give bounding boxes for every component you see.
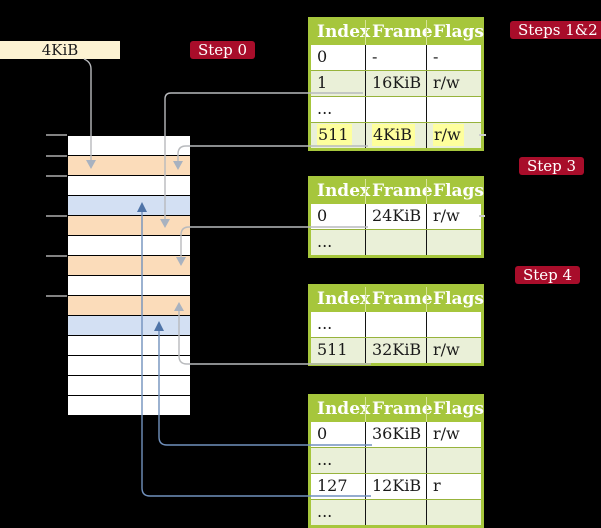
table-row: 0 - - [311, 45, 481, 70]
highlight: r/w [433, 124, 464, 146]
memory-row [68, 176, 190, 196]
memory-tick [46, 255, 67, 257]
table-row: ... [311, 229, 481, 255]
frame-cell: 12KiB [365, 474, 426, 499]
frame-cell: 24KiB [365, 204, 426, 229]
column-header-flags: Flags [426, 287, 484, 312]
index-cell: 0 [317, 206, 328, 225]
memory-row [68, 316, 190, 336]
frame-cell: 32KiB [365, 338, 426, 363]
frame-cell [365, 312, 426, 337]
index-cell: 511 [311, 123, 365, 148]
index-cell: 511 [317, 340, 348, 359]
page-table-step4-lower: Index Frame Flags 0 36KiB r/w ... 127 12… [308, 394, 484, 528]
column-header-frame: Frame [365, 20, 433, 45]
memory-tick [46, 175, 67, 177]
frame-cell [365, 97, 426, 122]
column-header-index: Index [317, 22, 371, 42]
highlight: 4KiB [372, 124, 416, 146]
frame-cell: 16KiB [365, 71, 426, 96]
flags-cell: r/w [426, 71, 481, 96]
index-cell: 127 [317, 476, 348, 495]
memory-row [68, 236, 190, 256]
flags-cell [426, 500, 481, 525]
column-header-frame: Frame [365, 397, 433, 422]
memory-row [68, 336, 190, 356]
table-row: ... [311, 447, 481, 473]
steps-1-2-badge: Steps 1&2 [510, 21, 601, 39]
column-header-flags: Flags [426, 20, 484, 45]
table-row: 511 32KiB r/w [311, 337, 481, 363]
memory-row [68, 296, 190, 316]
index-cell: ... [317, 99, 333, 118]
memory-row [68, 216, 190, 236]
flags-cell [426, 448, 481, 473]
frame-cell: 36KiB [365, 422, 426, 447]
physical-memory-stack [68, 136, 190, 416]
table-row: ... [311, 312, 481, 337]
flags-cell [426, 312, 481, 337]
table-row: ... [311, 96, 481, 122]
memory-row [68, 136, 190, 156]
memory-row [68, 196, 190, 216]
index-cell: ... [317, 232, 333, 251]
table-row: 127 12KiB r [311, 473, 481, 499]
column-header-flags: Flags [426, 179, 484, 204]
index-cell: ... [317, 314, 333, 333]
frame-cell: - [365, 45, 426, 70]
memory-row [68, 256, 190, 276]
highlight: 511 [317, 124, 352, 146]
flags-cell: r/w [426, 204, 481, 229]
table-header-row: Index Frame Flags [311, 179, 484, 204]
flags-cell: - [426, 45, 481, 70]
column-header-frame: Frame [365, 179, 433, 204]
table-row: 0 24KiB r/w [311, 204, 481, 229]
table-row-highlighted: 511 4KiB r/w [311, 122, 481, 148]
frame-cell [365, 448, 426, 473]
step-3-badge: Step 3 [519, 157, 585, 175]
flags-cell: r/w [426, 123, 481, 148]
table-header-row: Index Frame Flags [311, 397, 484, 422]
frame-size-box: 4KiB [0, 41, 120, 59]
flags-cell [426, 230, 481, 255]
column-header-index: Index [317, 289, 371, 309]
table-header-row: Index Frame Flags [311, 20, 484, 45]
memory-tick [46, 134, 67, 136]
column-header-index: Index [317, 181, 371, 201]
memory-row [68, 356, 190, 376]
frame-cell [365, 500, 426, 525]
memory-tick [46, 155, 67, 157]
index-cell: ... [317, 502, 333, 521]
step-0-badge: Step 0 [190, 41, 256, 59]
table-row: 0 36KiB r/w [311, 422, 481, 447]
frame-cell [365, 230, 426, 255]
page-table-step4-upper: Index Frame Flags ... 511 32KiB r/w [308, 284, 484, 366]
index-cell: 1 [317, 73, 328, 92]
column-header-frame: Frame [365, 287, 433, 312]
column-header-index: Index [317, 399, 371, 419]
column-header-flags: Flags [426, 397, 484, 422]
flags-cell: r [426, 474, 481, 499]
flags-cell: r/w [426, 338, 481, 363]
index-cell: ... [317, 450, 333, 469]
flags-cell [426, 97, 481, 122]
step-4-badge: Step 4 [515, 266, 581, 284]
page-table-steps12: Index Frame Flags 0 - - 1 16KiB r/w ... … [308, 17, 484, 151]
memory-row [68, 396, 190, 416]
page-table-step3: Index Frame Flags 0 24KiB r/w ... [308, 176, 484, 258]
memory-tick [46, 215, 67, 217]
memory-row [68, 156, 190, 176]
table-header-row: Index Frame Flags [311, 287, 484, 312]
index-cell: 0 [317, 47, 328, 66]
connector-stub [479, 215, 485, 217]
frame-cell: 4KiB [365, 123, 426, 148]
memory-row [68, 376, 190, 396]
memory-row [68, 276, 190, 296]
table-row: 1 16KiB r/w [311, 70, 481, 96]
connector-stub [479, 134, 486, 136]
flags-cell: r/w [426, 422, 481, 447]
memory-tick [46, 295, 67, 297]
index-cell: 0 [317, 424, 328, 443]
table-row: ... [311, 499, 481, 525]
